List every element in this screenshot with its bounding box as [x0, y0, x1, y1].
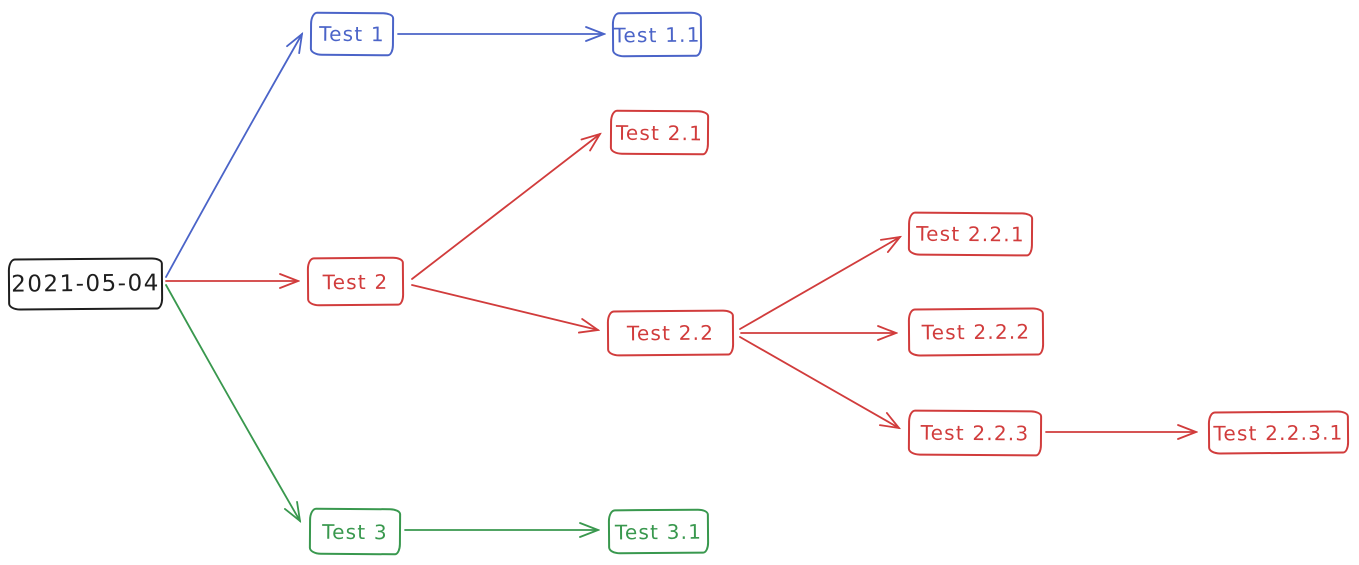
node-test-3-1: Test 3.1	[607, 508, 710, 555]
node-test-1-1: Test 1.1	[611, 11, 703, 58]
edge-test-2-2-to-test-2-2-3	[739, 336, 899, 428]
node-test-2-2-2: Test 2.2.2	[907, 307, 1045, 357]
node-test-2: Test 2	[306, 256, 405, 307]
edge-root-to-test-1	[165, 34, 302, 278]
node-test-2-1: Test 2.1	[609, 109, 710, 156]
node-test-2-2-3: Test 2.2.3	[907, 409, 1043, 457]
node-root-date: 2021-05-04	[7, 257, 164, 311]
node-test-2-2-3-1: Test 2.2.3.1	[1207, 410, 1350, 455]
edge-test-2-to-test-2-2	[411, 284, 598, 330]
edge-root-to-test-3	[165, 284, 300, 521]
edge-test-2-2-to-test-2-2-1	[739, 237, 900, 330]
node-test-3: Test 3	[308, 507, 402, 556]
edge-test-2-to-test-2-1	[411, 134, 600, 280]
node-test-2-2: Test 2.2	[606, 309, 735, 357]
node-test-2-2-1: Test 2.2.1	[907, 211, 1034, 257]
node-test-1: Test 1	[309, 11, 395, 57]
